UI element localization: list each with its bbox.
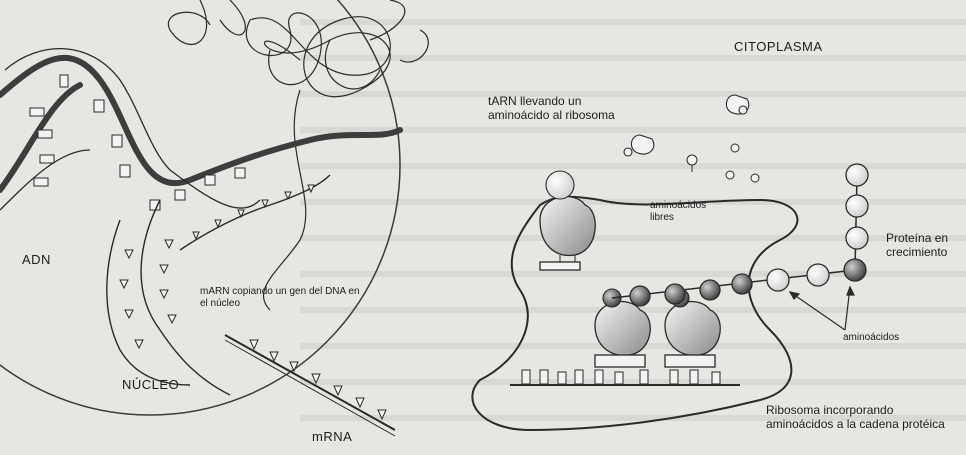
citoplasma-label: CITOPLASMA — [734, 40, 823, 55]
ribosome-middle — [595, 302, 650, 367]
nucleo-label: NÚCLEO — [122, 378, 179, 393]
nucleus-membrane — [0, 0, 400, 415]
ribosome-upper — [540, 197, 595, 270]
tarn-note-label: tARN llevando un aminoácido al ribosoma — [488, 95, 638, 123]
marn-note-label: mARN copiando un gen del DNA en el núcle… — [200, 286, 360, 309]
mrna-label: mRNA — [312, 430, 352, 445]
aminoacidos-libres-label: aminoácidos libres — [650, 200, 710, 223]
adn-label: ADN — [22, 253, 51, 268]
nucleus — [0, 0, 400, 415]
ribosome-lower — [665, 302, 720, 367]
mrna-bases-nucleus — [120, 185, 314, 348]
chromatin-tangle — [168, 0, 428, 310]
proteina-label: Proteína en crecimiento — [886, 232, 964, 260]
aminoacidos-label: aminoácidos — [843, 332, 899, 344]
ribosoma-note-label: Ribosoma incorporando aminoácidos a la c… — [766, 404, 946, 432]
